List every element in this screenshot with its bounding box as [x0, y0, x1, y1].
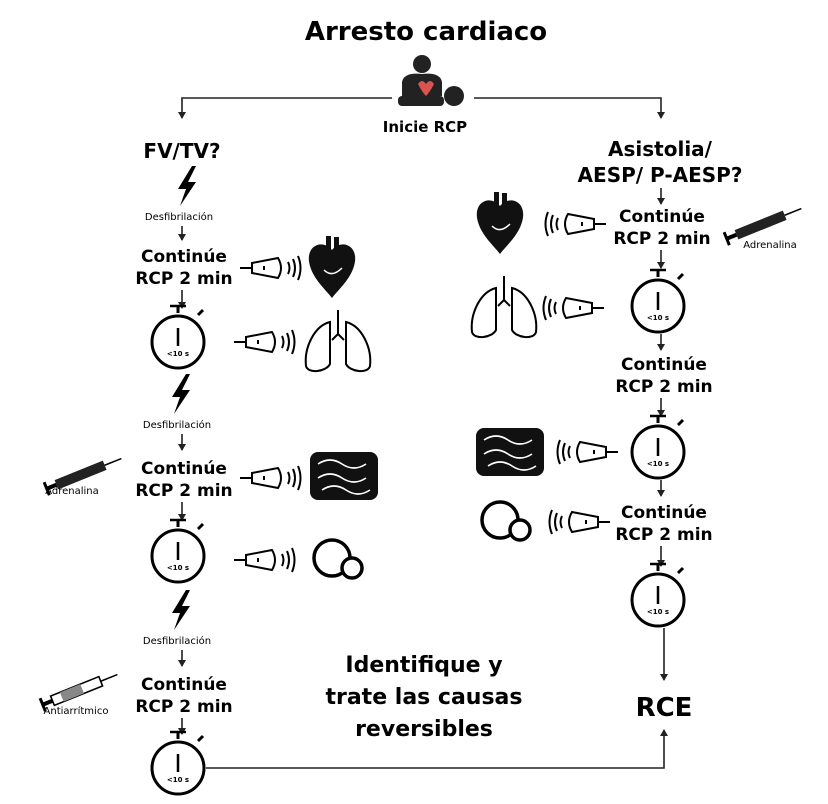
right-continue-1a: Continúe [619, 207, 705, 227]
ultrasound-probe-icon [233, 329, 296, 355]
lungs-icon [470, 275, 538, 339]
lightning-icon [172, 590, 190, 630]
heart-icon [308, 235, 356, 299]
stopwatch-icon [630, 414, 686, 480]
ultrasound-probe-icon [548, 509, 611, 535]
stopwatch-icon [150, 304, 206, 370]
left-continue-2a: Continúe [141, 459, 227, 479]
heart-icon [476, 191, 524, 255]
left-continue-1a: Continúe [141, 247, 227, 267]
right-timer-1: <10 s [647, 314, 669, 322]
left-continue-1b: RCP 2 min [135, 269, 232, 289]
stopwatch-icon [630, 562, 686, 628]
defib-label-3: Desfibrilación [143, 635, 211, 647]
left-timer-2: <10 s [167, 564, 189, 572]
right-heading-1: Asistolia/ [608, 137, 713, 161]
right-heading-2: AESP/ P-AESP? [578, 163, 743, 187]
lungs-icon [304, 309, 372, 373]
start-label: Inicie RCP [383, 118, 467, 136]
bubbles-icon [312, 538, 364, 580]
left-continue-3b: RCP 2 min [135, 697, 232, 717]
ultrasound-probe-icon [233, 547, 296, 573]
ultrasound-probe-icon [239, 255, 302, 281]
ultrasound-probe-icon [542, 295, 605, 321]
defib-label-1: Desfibrilación [145, 211, 213, 223]
ultrasound-probe-icon [239, 465, 302, 491]
left-timer-1: <10 s [167, 350, 189, 358]
to-rce-arrow [206, 729, 668, 769]
ultrasound-probe-icon [556, 439, 619, 465]
cpr-person-icon [398, 55, 464, 106]
ultrasound-probe-icon [544, 211, 607, 237]
left-continue-3a: Continúe [141, 675, 227, 695]
center-text-3: reversibles [355, 717, 493, 742]
left-adrenaline-label: Adrenalina [45, 486, 99, 497]
center-text-1: Identifique y [345, 653, 502, 678]
stopwatch-icon [150, 730, 206, 796]
right-continue-2a: Continúe [621, 355, 707, 375]
defib-label-2: Desfibrilación [143, 419, 211, 431]
right-continue-3b: RCP 2 min [615, 525, 712, 545]
left-continue-2b: RCP 2 min [135, 481, 232, 501]
right-continue-1b: RCP 2 min [613, 229, 710, 249]
lightning-icon [172, 374, 190, 414]
right-continue-2b: RCP 2 min [615, 377, 712, 397]
right-timer-3: <10 s [647, 608, 669, 616]
center-text-2: trate las causas [325, 685, 522, 710]
bowel-icon [475, 427, 545, 477]
left-heading: FV/TV? [143, 139, 220, 163]
stopwatch-icon [630, 268, 686, 334]
bubbles-icon [480, 500, 532, 542]
bowel-icon [309, 451, 379, 501]
right-adrenaline-label: Adrenalina [743, 240, 797, 251]
lightning-icon [178, 166, 196, 206]
branch-right-arrow [474, 97, 665, 119]
left-timer-3: <10 s [167, 776, 189, 784]
stopwatch-icon [150, 518, 206, 584]
antiarrhythmic-label: Antiarrítmico [44, 705, 109, 717]
right-continue-3a: Continúe [621, 503, 707, 523]
diagram-title: Arresto cardiaco [305, 17, 547, 47]
branch-left-arrow [178, 97, 392, 119]
right-timer-2: <10 s [647, 460, 669, 468]
outcome-label: RCE [636, 693, 693, 723]
